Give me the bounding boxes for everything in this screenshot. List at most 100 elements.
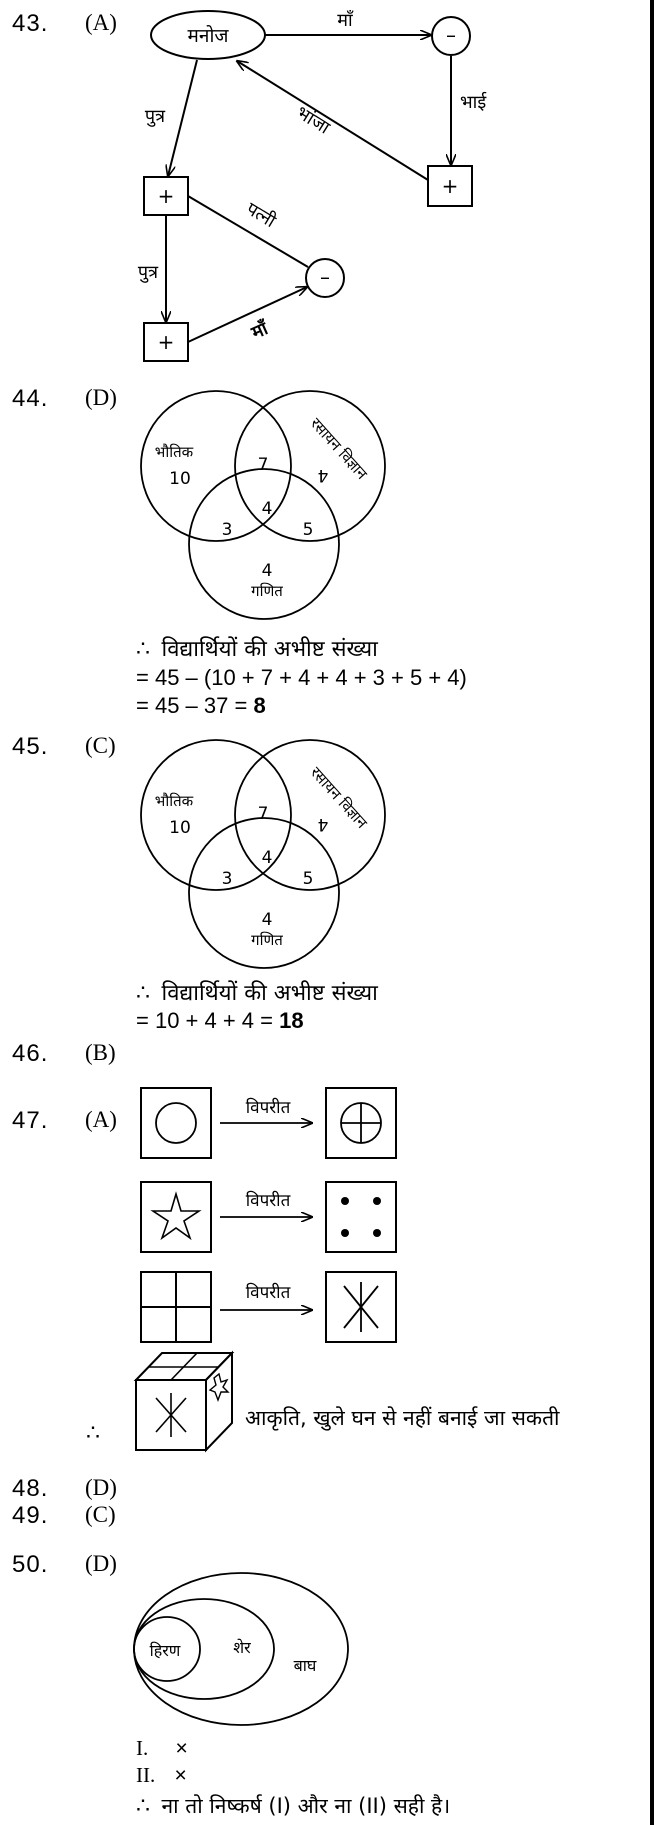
region-chemistry-math: 5 [303,520,314,540]
conclusion-text: ना तो निष्कर्ष (I) और ना (II) सही है। [161,1794,451,1818]
region-chemistry-only: 4 [318,465,329,485]
venn-diagram-q44: भौतिक 10 7 रसायन विज्ञान 4 4 3 5 4 गणित [140,390,386,620]
answer-option: (C) [85,1502,116,1527]
wife-node [305,258,345,298]
chemistry-label: रसायन विज्ञान [307,763,372,832]
physics-label: भौतिक [155,443,194,461]
conclusion-item: I. × [136,1736,188,1761]
tiger-label: बाघ [294,1656,317,1675]
question-number: 49. [12,1502,49,1529]
chemistry-label: रसायन विज्ञान [307,414,372,483]
minus-label: – [446,23,456,47]
cross-mark: × [175,1737,188,1760]
answer-option: (A) [85,1107,117,1132]
solution-line: ∴ ना तो निष्कर्ष (I) और ना (II) सही है। [136,1792,450,1820]
item-label: II. [136,1763,156,1787]
venn-diagram-q45: भौतिक 10 7 रसायन विज्ञान 4 4 3 5 4 गणित [140,739,386,969]
plus-label: + [442,174,459,198]
edge-bhanja [237,61,429,181]
edge-label: भांजा [292,102,333,139]
answer-option: (D) [85,385,117,410]
math-label: गणित [251,931,283,949]
solution-line: = 10 + 4 + 4 = 18 [136,1008,304,1034]
region-physics-only: 10 [169,818,191,838]
therefore-symbol: ∴ [86,1420,100,1445]
region-physics-only: 10 [169,469,191,489]
region-center: 4 [262,848,273,868]
region-math-only: 4 [262,910,273,930]
edge-label: माँ [247,317,273,345]
dot-icon [341,1229,349,1237]
answer-option: (D) [85,1551,117,1576]
nested-set-diagram: हिरण शेर बाघ [133,1572,349,1726]
therefore-symbol: ∴ [136,980,150,1005]
dot-icon [373,1197,381,1205]
answer-option: (A) [85,10,117,35]
answer-option: (B) [85,1040,116,1065]
therefore-symbol: ∴ [136,636,150,661]
dot-icon [341,1197,349,1205]
physics-circle [140,390,292,542]
math-circle [188,468,340,620]
answer-option: (D) [85,1475,117,1500]
page-right-border [650,0,654,1825]
question-number: 47. [12,1107,49,1134]
plus-label: + [158,184,175,208]
solution-result: 8 [253,693,266,718]
star-icon [150,1191,202,1241]
face-box [325,1181,397,1253]
region-physics-math: 3 [222,869,233,889]
minus-label: – [320,265,330,289]
solution-result: 18 [279,1008,304,1033]
chemistry-circle [234,739,386,891]
opposite-label: विपरीत [246,1190,291,1211]
physics-label: भौतिक [155,792,194,810]
region-physics-chemistry: 7 [258,455,269,475]
question-number: 44. [12,385,49,412]
region-physics-chemistry: 7 [258,804,269,824]
opposite-label: विपरीत [246,1097,291,1118]
edge-label: पुत्र [138,262,159,283]
solution-line: = 45 – 37 = 8 [136,693,266,719]
therefore-symbol: ∴ [136,1793,150,1818]
cube-faces-diagram: विपरीत विपरीत विपरीत [133,1087,397,1453]
conclusion-text: आकृति, खुले घन से नहीं बनाई जा सकती [245,1406,560,1430]
item-label: I. [136,1736,149,1760]
region-chemistry-math: 5 [303,869,314,889]
region-chemistry-only: 4 [318,814,329,834]
family-tree-diagram: मनोज – + + – + माँ भाई भांजा पुत्र पत्नी… [138,9,487,362]
male-node [427,165,473,207]
chemistry-circle [234,390,386,542]
female-node [431,16,471,56]
edge-patni [187,195,309,268]
manoj-label: मनोज [188,24,230,47]
cube-icon [133,1350,235,1453]
plus-label: + [158,330,175,354]
solution-line: ∴ विद्यार्थियों की अभीष्ट संख्या [136,633,378,663]
math-circle [188,817,340,969]
solution-line: = 45 – (10 + 7 + 4 + 4 + 3 + 5 + 4) [136,665,467,690]
question-number: 43. [12,10,49,37]
solution-text: विद्यार्थियों की अभीष्ट संख्या [161,637,378,662]
opposite-label: विपरीत [246,1282,291,1303]
cross-mark: × [174,1764,187,1787]
solution-text: = 45 – 37 = [136,693,254,718]
region-math-only: 4 [262,561,273,581]
edge-label: पुत्र [145,106,166,127]
question-number: 45. [12,733,49,760]
region-physics-math: 3 [222,520,233,540]
edge-putra-1 [168,59,198,176]
solution-text: विद्यार्थियों की अभीष्ट संख्या [161,981,378,1006]
lion-label: शेर [233,1638,251,1657]
question-number: 48. [12,1475,49,1502]
physics-circle [140,739,292,891]
solution-line: ∴ विद्यार्थियों की अभीष्ट संख्या [136,977,378,1007]
edge-label: भाई [460,91,487,113]
grandson-node [143,322,189,362]
edge-label: माँ [337,9,353,31]
answer-option: (C) [85,733,116,758]
math-label: गणित [251,582,283,600]
question-number: 46. [12,1040,49,1067]
solution-text: = 10 + 4 + 4 = [136,1008,280,1033]
deer-set [133,1616,201,1682]
